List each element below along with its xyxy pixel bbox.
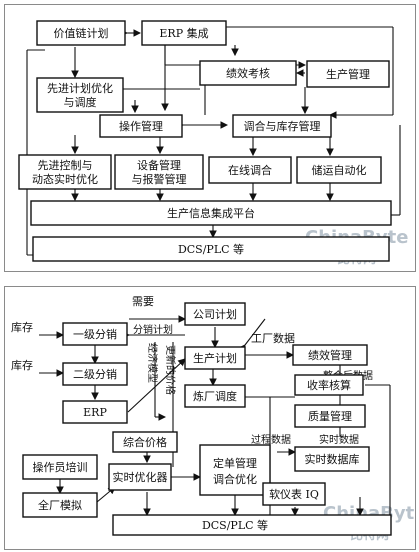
node-erp-integration: ERP 集成 (141, 20, 227, 46)
svg-text:与调度: 与调度 (64, 95, 97, 109)
svg-text:生产计划: 生产计划 (193, 351, 237, 365)
node-refinery-scheduling: 炼厂调度 (184, 384, 246, 408)
node-production-plan: 生产计划 (184, 346, 246, 370)
svg-text:炼厂调度: 炼厂调度 (193, 389, 237, 403)
bottom-diagram-svg: ChinaByte 比特网 需要 分销计划 工 (11, 295, 415, 543)
svg-text:与报警管理: 与报警管理 (132, 172, 187, 186)
edge-label-realtime-data: 实时数据 (319, 433, 359, 446)
svg-text:质量管理: 质量管理 (308, 409, 352, 423)
edge-label-inventory-2: 库存 (11, 358, 33, 372)
node-level2-distribution: 二级分销 (62, 362, 128, 386)
svg-text:价值链计划: 价值链计划 (54, 26, 109, 40)
svg-text:调合优化: 调合优化 (213, 472, 257, 486)
node-operation-management: 操作管理 (99, 114, 183, 138)
node-storage-automation: 储运自动化 (296, 156, 382, 184)
top-edges (26, 26, 401, 256)
edge-label-inventory-1: 库存 (11, 320, 33, 334)
edge-label-updated-prices: 更新的价格 (164, 345, 177, 395)
svg-text:调合与库存管理: 调合与库存管理 (244, 119, 321, 133)
node-soft-sensor-iq: 软仪表 IQ (262, 482, 326, 506)
svg-text:操作员培训: 操作员培训 (33, 460, 88, 474)
svg-text:ERP: ERP (83, 406, 107, 419)
edge-label-process-data: 过程数据 (251, 433, 291, 446)
node-dcs-plc-top: DCS/PLC 等 (32, 236, 390, 262)
node-comprehensive-price: 综合价格 (112, 431, 178, 453)
node-performance-evaluation: 绩效考核 (199, 60, 297, 86)
svg-text:设备管理: 设备管理 (137, 158, 181, 172)
svg-text:实时优化器: 实时优化器 (113, 470, 168, 484)
node-dcs-plc-bottom: DCS/PLC 等 (112, 514, 392, 536)
node-erp: ERP (62, 400, 128, 424)
node-realtime-database: 实时数据库 (294, 446, 370, 472)
node-production-management: 生产管理 (306, 60, 390, 88)
top-diagram-panel: ChinaByte 比特网 价值链计划 (4, 4, 416, 272)
node-blending-inventory-management: 调合与库存管理 (232, 114, 332, 138)
svg-text:生产管理: 生产管理 (326, 67, 370, 81)
svg-text:在线调合: 在线调合 (228, 163, 272, 177)
node-equipment-management: 设备管理 与报警管理 (114, 154, 204, 190)
node-online-blending: 在线调合 (208, 156, 292, 184)
edge-label-demand: 需要 (132, 295, 154, 308)
svg-text:实时数据库: 实时数据库 (305, 452, 360, 466)
node-production-info-platform: 生产信息集成平台 (30, 200, 392, 226)
node-fixed-order-blending: 定单管理 调合优化 (199, 444, 271, 496)
node-advanced-plan-optimization: 先进计划优化 与调度 (36, 77, 124, 113)
svg-text:储运自动化: 储运自动化 (312, 163, 367, 177)
svg-text:二级分销: 二级分销 (73, 367, 117, 381)
node-level1-distribution: 一级分销 (62, 322, 128, 346)
svg-text:操作管理: 操作管理 (119, 119, 163, 133)
svg-text:公司计划: 公司计划 (193, 308, 237, 321)
svg-text:全厂模拟: 全厂模拟 (38, 498, 82, 512)
svg-text:软仪表 IQ: 软仪表 IQ (269, 487, 319, 501)
svg-text:先进计划优化: 先进计划优化 (47, 81, 113, 95)
node-realtime-optimizer: 实时优化器 (108, 463, 172, 491)
node-company-plan: 公司计划 (184, 302, 246, 326)
node-value-chain-plan: 价值链计划 (36, 20, 126, 46)
edge-label-distribution-plan: 分销计划 (133, 323, 173, 336)
node-quality-management: 质量管理 (294, 404, 366, 428)
svg-text:绩效管理: 绩效管理 (308, 348, 352, 362)
node-yield-accounting: 收率核算 (294, 374, 364, 396)
node-operator-training: 操作员培训 (22, 454, 98, 480)
node-advanced-control: 先进控制与 动态实时优化 (18, 154, 112, 190)
svg-text:DCS/PLC 等: DCS/PLC 等 (202, 518, 268, 532)
bottom-diagram-panel: ChinaByte 比特网 需要 分销计划 工 (4, 286, 416, 550)
svg-text:一级分销: 一级分销 (73, 327, 117, 341)
edge-label-economic-model: 经济模型 (146, 343, 159, 383)
node-performance-management: 绩效管理 (292, 344, 368, 366)
svg-text:生产信息集成平台: 生产信息集成平台 (167, 206, 255, 220)
svg-text:综合价格: 综合价格 (123, 435, 167, 449)
top-diagram-svg: ChinaByte 比特网 价值链计划 (18, 20, 408, 267)
svg-text:绩效考核: 绩效考核 (226, 66, 270, 80)
svg-text:DCS/PLC 等: DCS/PLC 等 (178, 242, 244, 256)
svg-text:收率核算: 收率核算 (307, 378, 351, 392)
svg-text:动态实时优化: 动态实时优化 (32, 172, 98, 186)
svg-text:ERP 集成: ERP 集成 (159, 26, 208, 40)
node-plant-simulation: 全厂模拟 (22, 492, 98, 518)
svg-text:定单管理: 定单管理 (213, 456, 257, 470)
edge-label-factory-data: 工厂数据 (251, 331, 295, 345)
svg-text:先进控制与: 先进控制与 (38, 158, 93, 172)
